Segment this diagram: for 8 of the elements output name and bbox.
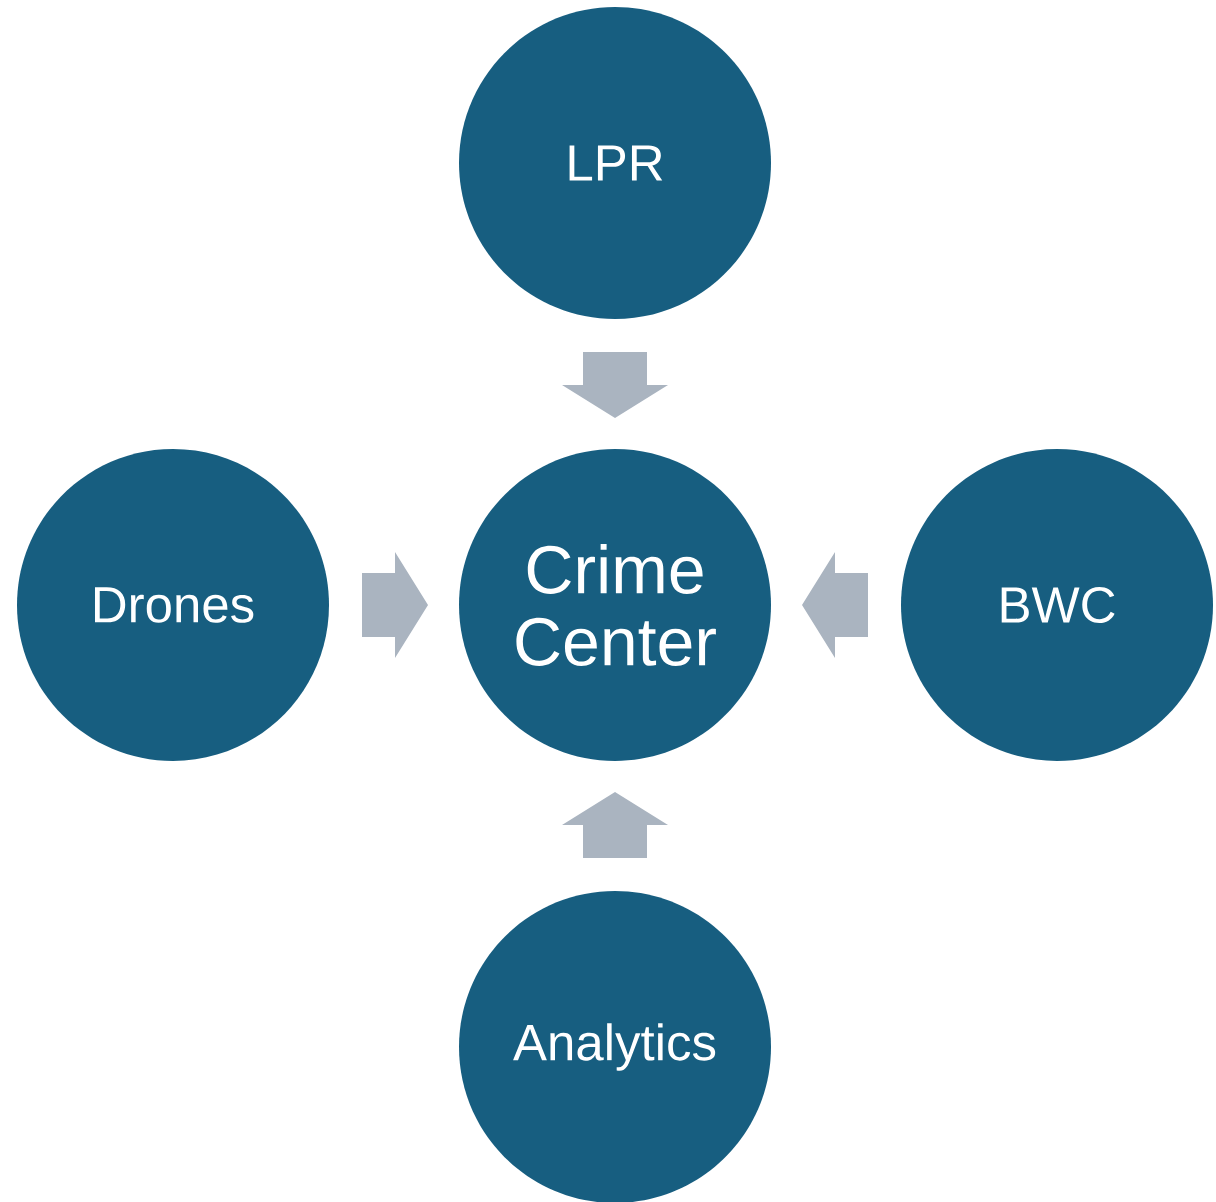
circle-node: BWC (901, 449, 1213, 761)
circle-node: Drones (17, 449, 329, 761)
block-arrow (362, 552, 428, 658)
block-arrow (562, 352, 668, 418)
block-arrow (802, 552, 868, 658)
circle-node: Crime Center (459, 449, 771, 761)
circle-node: LPR (459, 7, 771, 319)
block-arrow (562, 792, 668, 858)
